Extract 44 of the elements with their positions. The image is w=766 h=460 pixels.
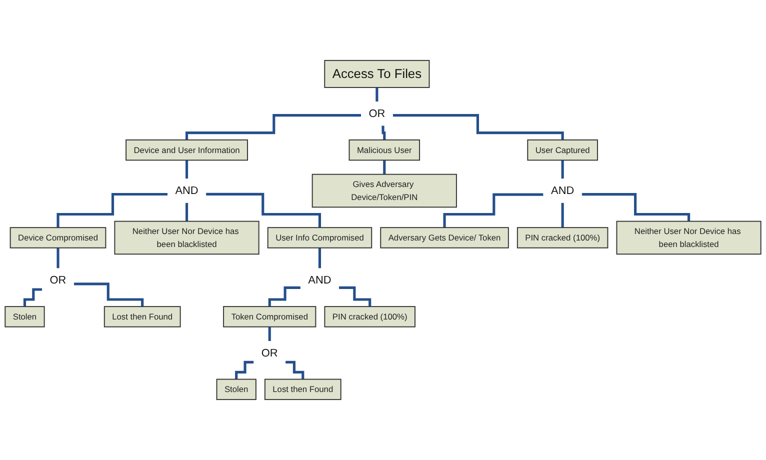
connector	[561, 202, 564, 229]
node-box: Token Compromised	[223, 306, 316, 328]
node-box: Lost then Found	[104, 306, 181, 328]
connector	[206, 192, 322, 229]
node-box: Neither User Nor Device has been blacklisted	[114, 220, 260, 255]
connector	[392, 114, 564, 142]
connector	[286, 360, 304, 381]
connector	[339, 286, 372, 308]
node-box: Device and User Information	[126, 139, 248, 161]
node-box: PIN cracked (100%)	[324, 306, 416, 328]
connector	[56, 192, 168, 229]
node-text: AND	[175, 184, 198, 197]
connector	[376, 86, 378, 103]
node-box: Malicious User	[348, 139, 420, 161]
node-box: User Captured	[527, 139, 598, 161]
connector	[383, 158, 386, 176]
connector	[318, 246, 322, 270]
connector	[268, 326, 271, 342]
connector	[561, 158, 564, 180]
node-box: Adversary Gets Device/ Token	[380, 227, 509, 248]
connector	[56, 246, 60, 270]
node-box: Stolen	[216, 378, 256, 400]
connector	[235, 360, 254, 381]
node-box: Stolen	[4, 306, 45, 328]
connector	[185, 114, 362, 142]
connector	[74, 282, 144, 308]
node-box: Device Compromised	[10, 227, 106, 248]
connector	[268, 286, 300, 308]
connector	[582, 193, 690, 223]
node-text: AND	[551, 184, 574, 197]
node-box: Lost then Found	[264, 378, 342, 400]
node-box: Access To Files	[324, 60, 430, 88]
node-text: OR	[50, 274, 66, 286]
connector	[185, 202, 188, 223]
connector	[23, 288, 42, 308]
node-box: User Info Compromised	[267, 227, 372, 248]
node-box: Neither User Nor Device has been blacklisted	[616, 220, 762, 255]
connector	[382, 124, 386, 142]
node-text: AND	[308, 274, 332, 286]
node-text: OR	[261, 346, 278, 360]
connector	[443, 193, 544, 229]
connector	[185, 158, 188, 180]
node-box: Gives Adversary Device/Token/PIN	[312, 174, 457, 208]
node-box: PIN cracked (100%)	[516, 227, 608, 248]
